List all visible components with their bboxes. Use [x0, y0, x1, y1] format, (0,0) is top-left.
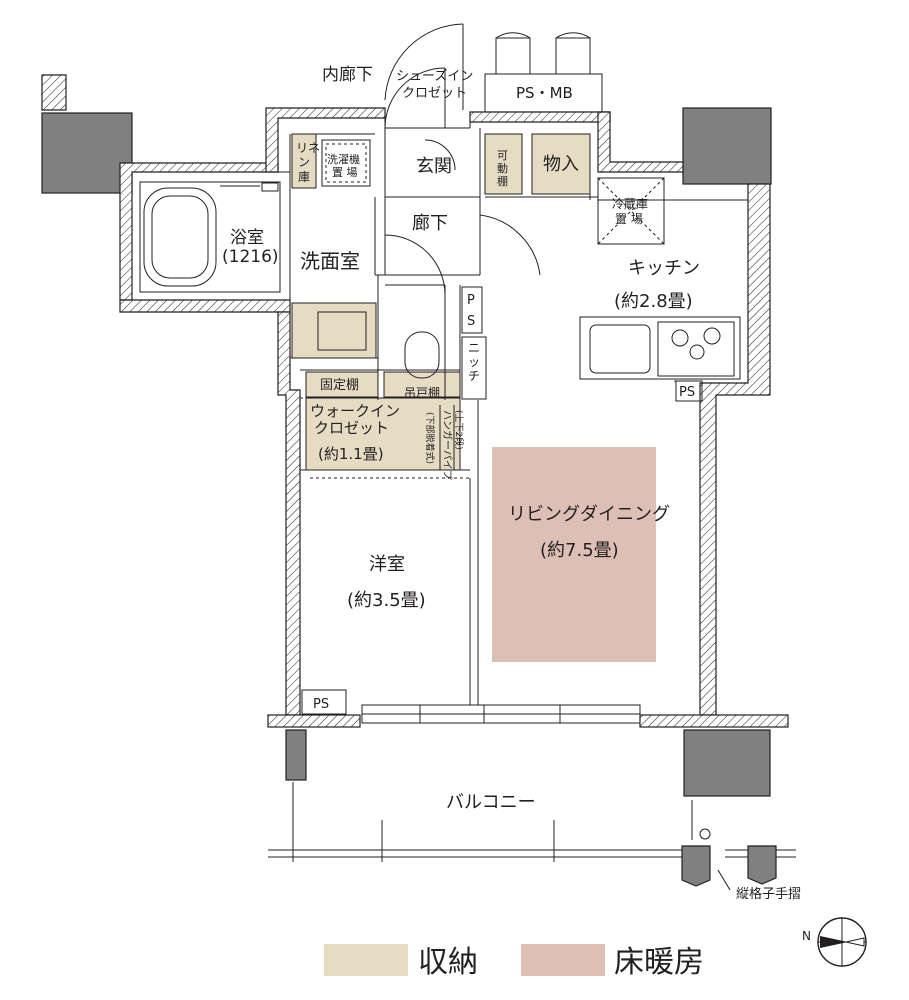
movable-shelf-label-1: 可	[497, 149, 508, 162]
shoe-closet-label-2: クロゼット	[402, 86, 467, 101]
legend-floor-heating-swatch	[521, 944, 605, 976]
balcony-label: バルコニー	[446, 792, 536, 813]
hanger-pipe-label-3: (下部脱着式)	[424, 412, 436, 464]
fridge-label-1: 冷蔵庫	[612, 197, 648, 211]
linen-storage	[291, 133, 317, 189]
legend-floor-heating-label: 床暖房	[614, 945, 704, 980]
kitchen-label: キッチン	[628, 258, 700, 279]
storage-closet	[531, 133, 591, 195]
living-dining-label: リビングダイニング	[508, 504, 670, 525]
ps-label-1: P	[467, 293, 475, 308]
bath-size-label: (1216)	[222, 247, 279, 267]
fixed-shelf	[305, 371, 379, 398]
washroom-label: 洗面室	[300, 249, 360, 273]
structural-column-bottom-left	[285, 729, 307, 781]
ps-mb-label: PS・MB	[516, 84, 573, 102]
walkin-label-1: ウォークイン	[310, 402, 400, 420]
washer-label-2: 置 場	[332, 166, 358, 179]
balcony-area	[268, 782, 796, 891]
shoe-closet-label-1: シューズイン	[396, 68, 473, 84]
entrance-label: 玄関	[416, 156, 452, 177]
living-size-label: (約7.5畳)	[540, 540, 619, 561]
compass-north-label: N	[802, 929, 811, 943]
compass-rose-icon: N	[802, 917, 867, 967]
structural-column-top-right	[682, 107, 772, 185]
floor-heating-area	[492, 447, 656, 662]
hanger-pipe-label-1: ハンガーパイプ	[441, 410, 453, 480]
hallway-label: 廊下	[412, 213, 448, 234]
drain-icon	[699, 828, 711, 840]
linen-label-1: リネ	[296, 141, 320, 155]
interior-walls	[139, 23, 748, 724]
ps-bottom-label: PS	[313, 697, 329, 712]
niche-label-1: ニ	[468, 341, 480, 355]
walkin-size-label: (約1.1畳)	[318, 445, 384, 463]
western-size-label: (約3.5畳)	[347, 590, 426, 611]
room-labels: 内廊下 シューズイン クロゼット PS・MB リネ ン 庫 洗濯機 置 場 玄関…	[222, 65, 801, 902]
bath-label: 浴室	[230, 228, 264, 248]
ps-kitchen-label: PS	[679, 385, 695, 400]
structural-column-bottom-right	[683, 729, 771, 797]
hanger-pipe-label-2: (上下2段)	[453, 410, 465, 450]
rail-post-left	[681, 845, 711, 887]
storage-label: 物入	[543, 154, 579, 175]
movable-shelf	[484, 133, 523, 195]
fridge-label-2: 置 場	[615, 212, 643, 226]
fixed-shelf-label: 固定棚	[320, 378, 359, 393]
rail-post-right	[747, 845, 777, 885]
washer-label-1: 洗濯機	[327, 152, 360, 166]
western-room-label: 洋室	[369, 554, 405, 575]
structural-column-top-left	[41, 112, 133, 194]
inner-corridor-label: 内廊下	[322, 65, 373, 85]
legend-storage-label: 収納	[418, 945, 478, 980]
ps-label-2: S	[467, 314, 475, 329]
niche-label-3: チ	[468, 369, 480, 383]
linen-label-2: ン	[298, 155, 310, 169]
hanging-cabinet-label: 吊戸棚	[404, 385, 440, 400]
walkin-label-2: クロゼット	[314, 419, 389, 437]
legend: 収納 床暖房	[324, 944, 704, 980]
niche-label-2: ッ	[468, 355, 480, 369]
outer-walls	[41, 74, 789, 728]
lattice-rail-label: 縦格子手摺	[736, 886, 801, 902]
kitchen-size-label: (約2.8畳)	[614, 291, 693, 312]
linen-label-3: 庫	[298, 170, 310, 184]
movable-shelf-label-3: 棚	[497, 174, 508, 188]
legend-storage-swatch	[324, 944, 408, 976]
movable-shelf-label-2: 動	[497, 161, 508, 175]
